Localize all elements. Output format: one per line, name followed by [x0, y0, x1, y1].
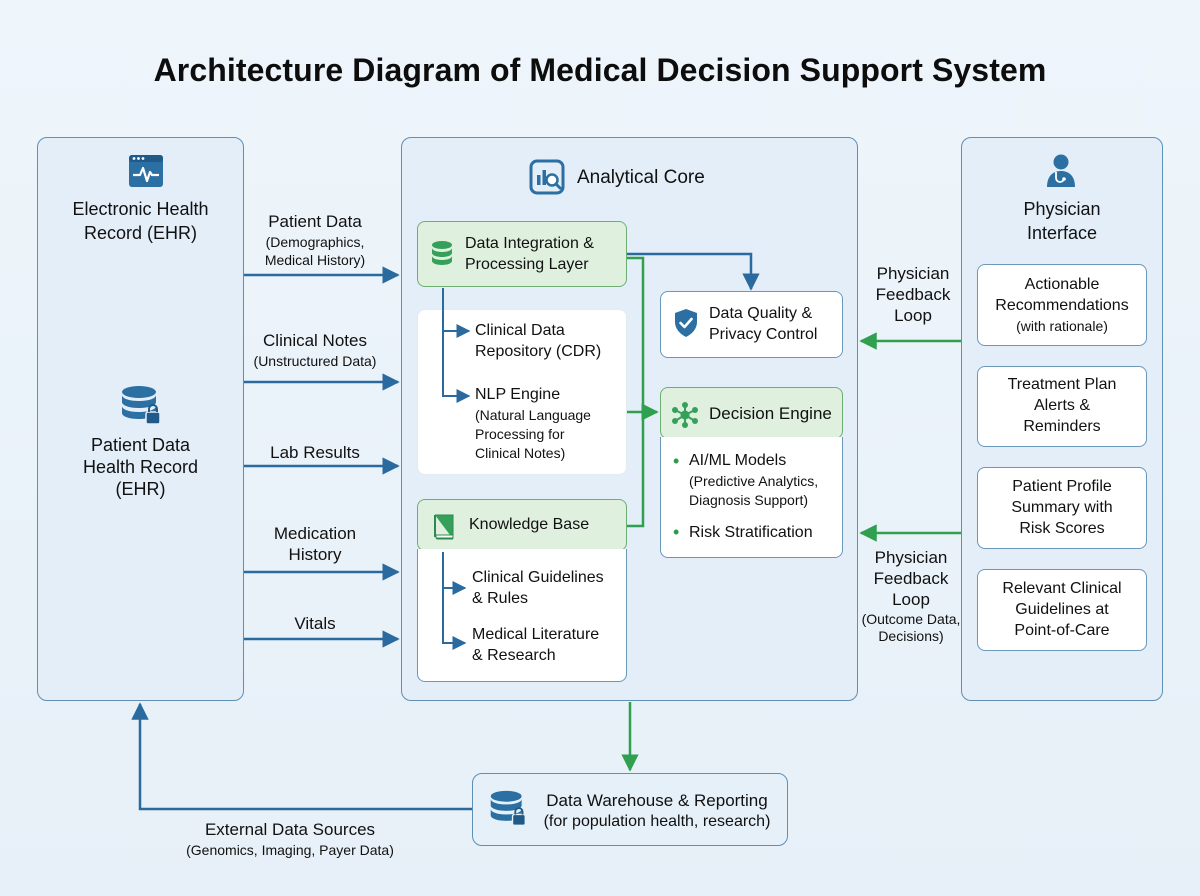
physician-title-line1: Physician	[1023, 199, 1101, 219]
card4-line3: Point-of-Care	[1014, 622, 1110, 639]
feedback-bottom-line1: Physician	[874, 548, 948, 567]
literature-line2: & Research	[472, 647, 556, 664]
feedback-top-line1: Physician	[876, 264, 950, 283]
flow-lab-results-label: Lab Results	[270, 443, 360, 462]
arrow-to-guidelines	[442, 552, 467, 595]
decision-engine-content-card	[660, 437, 843, 558]
data-warehouse-box[interactable]	[472, 773, 788, 846]
feedback-bottom-line3: Loop	[892, 590, 930, 609]
processing-subcomponents-card	[417, 309, 627, 475]
nlp-engine-sub2: Processing for	[475, 426, 565, 442]
external-sources-line1: External Data Sources	[204, 820, 376, 839]
feedback-top-line2: Feedback	[875, 285, 951, 304]
cdr-label-line2: Repository (CDR)	[475, 343, 602, 360]
nlp-engine-title: NLP Engine	[475, 386, 561, 403]
arrow-to-literature	[442, 588, 467, 650]
card4-line2: Guidelines at	[1015, 601, 1109, 618]
doctor-icon	[1044, 152, 1078, 193]
feedback-top-line3: Loop	[894, 306, 932, 325]
knowledge-base-title: Knowledge Base	[469, 516, 590, 533]
knowledge-base-content-card	[417, 549, 627, 682]
nlp-engine-sub1: (Natural Language	[475, 407, 591, 423]
card2-line3: Reminders	[1023, 418, 1101, 435]
flow-medication-line1: Medication	[273, 524, 357, 543]
cdr-label-line1: Clinical Data	[475, 322, 565, 339]
analytical-core-title: Analytical Core	[577, 167, 705, 188]
flow-patient-data-sub2: Medical History)	[264, 252, 366, 268]
flow-clinical-notes-label: Clinical Notes	[263, 331, 367, 350]
flow-vitals-label: Vitals	[294, 614, 336, 633]
aiml-models-title: AI/ML Models	[689, 452, 787, 469]
ehr-title-line2: Record (EHR)	[83, 223, 198, 243]
patient-profile-card[interactable]	[977, 467, 1147, 549]
data-integration-line1: Data Integration &	[465, 235, 594, 252]
warehouse-sub: (for population health, research)	[543, 813, 771, 830]
feedback-bottom-line2: Feedback	[873, 569, 949, 588]
ehr-panel	[37, 137, 244, 701]
risk-bullet: •	[673, 522, 680, 542]
guidelines-line2: & Rules	[472, 590, 529, 607]
aiml-models-sub1: (Predictive Analytics,	[689, 473, 819, 489]
arrow-integration-to-decision	[627, 256, 659, 421]
database-green-icon	[430, 240, 454, 273]
card1-line3: (with rationale)	[1016, 318, 1108, 334]
treatment-alerts-card[interactable]	[977, 366, 1147, 447]
card3-line2: Summary with	[1011, 499, 1113, 516]
arrow-to-data-quality	[627, 252, 760, 291]
nlp-engine-sub3: Clinical Notes)	[475, 445, 566, 461]
flow-patient-data-label: Patient Data	[268, 212, 362, 231]
ehr-db-label-line2: Health Record	[82, 457, 199, 477]
ehr-title-line1: Electronic Health	[72, 199, 209, 219]
card2-line2: Alerts &	[1033, 397, 1090, 414]
arrow-warehouse-to-ehr	[131, 702, 472, 811]
card4-line1: Relevant Clinical	[1002, 580, 1122, 597]
literature-line1: Medical Literature	[472, 626, 600, 643]
arrow-knowledge-to-decision	[627, 412, 645, 528]
card3-line3: Risk Scores	[1019, 520, 1105, 537]
data-quality-line2: Privacy Control	[709, 326, 818, 343]
clinical-guidelines-card[interactable]	[977, 569, 1147, 651]
recommendations-card[interactable]	[977, 264, 1147, 346]
analytics-magnifier-icon	[529, 159, 565, 200]
data-quality-line1: Data Quality &	[709, 305, 813, 322]
card1-line1: Actionable	[1024, 276, 1100, 293]
warehouse-title: Data Warehouse & Reporting	[546, 791, 768, 810]
warehouse-database-icon	[488, 789, 528, 834]
flow-clinical-notes-sub: (Unstructured Data)	[253, 353, 377, 369]
ehr-db-label-line3: (EHR)	[115, 479, 166, 499]
risk-stratification-label: Risk Stratification	[689, 524, 813, 541]
arrow-to-nlp	[442, 331, 471, 403]
guidelines-line1: Clinical Guidelines	[472, 569, 604, 586]
ehr-db-label-line1: Patient Data	[90, 435, 191, 455]
flow-medication-line2: History	[288, 545, 342, 564]
monitor-pulse-icon	[128, 154, 164, 193]
network-nodes-icon	[671, 401, 699, 434]
database-lock-icon	[119, 385, 163, 432]
feedback-bottom-sub1: (Outcome Data,	[861, 611, 961, 627]
aiml-models-sub2: Diagnosis Support)	[689, 492, 809, 508]
card3-line1: Patient Profile	[1012, 478, 1112, 495]
arrow-to-cdr	[442, 288, 471, 338]
external-sources-line2: (Genomics, Imaging, Payer Data)	[186, 842, 394, 858]
shield-check-icon	[673, 308, 699, 343]
data-integration-line2: Processing Layer	[465, 256, 589, 273]
decision-engine-title: Decision Engine	[709, 404, 832, 423]
card2-line1: Treatment Plan	[1007, 376, 1117, 393]
feedback-bottom-sub2: Decisions)	[878, 628, 944, 644]
book-icon	[431, 512, 457, 545]
aiml-bullet: •	[673, 451, 680, 471]
card1-line2: Recommendations	[995, 297, 1129, 314]
data-integration-box[interactable]	[417, 221, 627, 287]
physician-title-line2: Interface	[1026, 223, 1098, 243]
flow-patient-data-sub1: (Demographics,	[265, 234, 365, 250]
diagram-title: Architecture Diagram of Medical Decision…	[153, 52, 1047, 88]
